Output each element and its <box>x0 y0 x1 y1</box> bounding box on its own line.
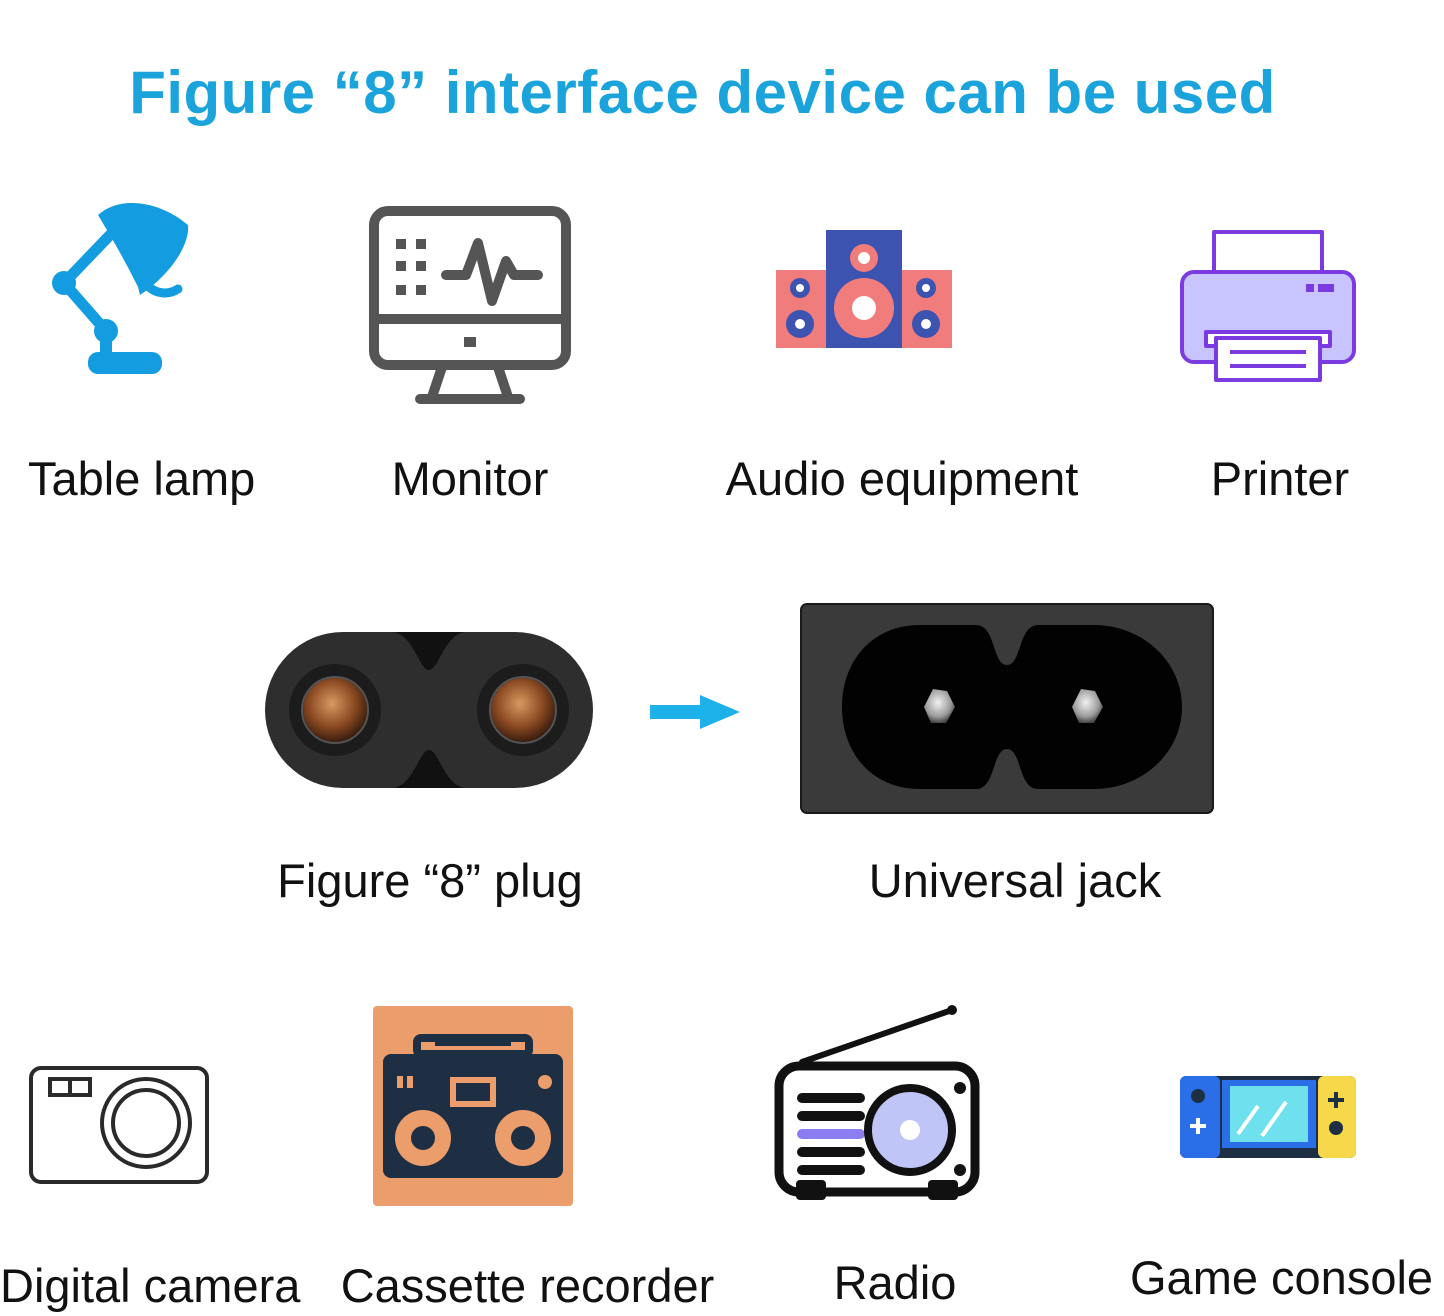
boombox-icon <box>373 1006 573 1206</box>
device-label-digital-camera: Digital camera <box>0 1259 301 1312</box>
monitor-icon <box>369 206 571 404</box>
device-label-monitor: Monitor <box>391 452 549 505</box>
figure-8-plug-icon <box>265 632 593 788</box>
plug-label: Figure “8” plug <box>277 854 583 907</box>
universal-jack-icon <box>800 603 1214 814</box>
device-label-table-lamp: Table lamp <box>28 452 256 505</box>
table-lamp-icon <box>52 202 189 374</box>
device-label-game-console: Game console <box>1130 1251 1434 1304</box>
camera-icon <box>29 1066 209 1184</box>
page-title: Figure “8” interface device can be used <box>129 59 1276 126</box>
speaker-icon <box>776 230 952 348</box>
game-console-icon <box>1180 1076 1356 1158</box>
device-label-printer: Printer <box>1210 452 1350 505</box>
printer-icon <box>1180 230 1356 382</box>
jack-label: Universal jack <box>868 854 1162 907</box>
device-label-audio-equipment: Audio equipment <box>725 452 1079 505</box>
device-label-radio: Radio <box>833 1256 957 1309</box>
device-label-cassette-recorder: Cassette recorder <box>340 1259 715 1312</box>
radio-icon <box>774 1005 980 1200</box>
arrow-right-icon <box>650 695 740 729</box>
